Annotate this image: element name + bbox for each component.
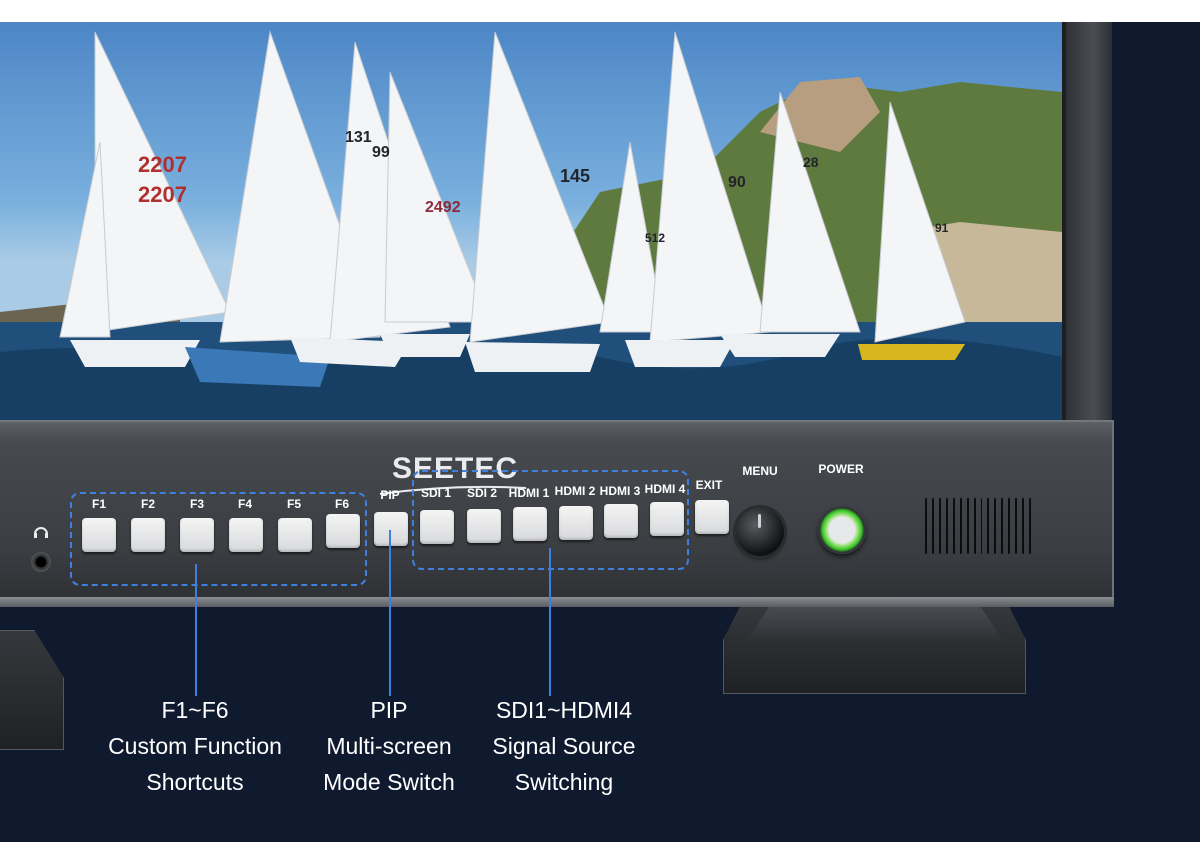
- monitor-stand-right-top: [745, 604, 1005, 644]
- hdmi2-label: HDMI 2: [554, 484, 596, 498]
- svg-text:2207: 2207: [138, 182, 187, 207]
- f3-label: F3: [189, 497, 204, 511]
- f6-label: F6: [334, 497, 349, 511]
- f5-button[interactable]: [278, 518, 312, 552]
- hdmi2-button[interactable]: [559, 506, 593, 540]
- monitor-bezel: [1062, 22, 1112, 422]
- callout-pip: PIP Multi-screen Mode Switch: [299, 692, 479, 800]
- hdmi3-button[interactable]: [604, 504, 638, 538]
- callout-line-source: [549, 548, 551, 696]
- brand-logo-swoosh: [379, 485, 527, 495]
- svg-text:2492: 2492: [425, 199, 461, 216]
- svg-text:28: 28: [803, 154, 819, 170]
- svg-text:99: 99: [372, 144, 390, 161]
- power-button[interactable]: [818, 506, 866, 554]
- f3-button[interactable]: [180, 518, 214, 552]
- sailboat-scene-image: 2207 2207 131 99 2492 145 90 28 512 91: [0, 30, 1062, 422]
- hdmi4-label: HDMI 4: [644, 482, 686, 496]
- callout-source: SDI1~HDMI4 Signal Source Switching: [469, 692, 659, 800]
- svg-text:91: 91: [935, 221, 949, 235]
- callout-line-function: [195, 564, 197, 696]
- svg-text:90: 90: [728, 174, 746, 191]
- f5-label: F5: [286, 497, 301, 511]
- callout-source-title: SDI1~HDMI4: [495, 697, 633, 723]
- speaker-vent: [922, 495, 1034, 557]
- menu-label: MENU: [742, 464, 778, 478]
- callout-source-line3: Switching: [514, 769, 614, 795]
- monitor-stand-left: [0, 630, 64, 750]
- sdi2-label: SDI 2: [466, 486, 497, 500]
- sdi1-button[interactable]: [420, 510, 454, 544]
- callout-pip-title: PIP: [370, 697, 408, 723]
- callout-pip-line3: Mode Switch: [323, 769, 455, 795]
- exit-button[interactable]: [695, 500, 729, 534]
- f4-label: F4: [237, 497, 252, 511]
- pip-button[interactable]: [374, 512, 408, 546]
- power-label: POWER: [818, 462, 864, 476]
- callout-function-title: F1~F6: [161, 697, 229, 723]
- f1-label: F1: [91, 497, 106, 511]
- callout-pip-line2: Multi-screen: [326, 733, 452, 759]
- svg-text:2207: 2207: [138, 152, 187, 177]
- menu-knob[interactable]: [736, 508, 784, 556]
- product-stage: 2207 2207 131 99 2492 145 90 28 512 91 S…: [0, 22, 1200, 842]
- exit-label: EXIT: [695, 478, 723, 492]
- hdmi4-button[interactable]: [650, 502, 684, 536]
- callout-function-line3: Shortcuts: [146, 769, 244, 795]
- sdi1-label: SDI 1: [420, 486, 451, 500]
- svg-text:131: 131: [345, 129, 372, 146]
- callout-source-line2: Signal Source: [492, 733, 636, 759]
- callout-line-pip: [389, 530, 391, 696]
- f6-button[interactable]: [326, 514, 360, 548]
- control-panel: [0, 420, 1114, 600]
- f2-label: F2: [140, 497, 155, 511]
- callout-function-line2: Custom Function: [108, 733, 282, 759]
- f2-button[interactable]: [131, 518, 165, 552]
- function-buttons-group: [70, 492, 367, 586]
- f1-button[interactable]: [82, 518, 116, 552]
- callout-function: F1~F6 Custom Function Shortcuts: [85, 692, 305, 800]
- hdmi3-label: HDMI 3: [599, 484, 641, 498]
- monitor-screen: 2207 2207 131 99 2492 145 90 28 512 91: [0, 22, 1062, 422]
- headphone-jack[interactable]: [31, 552, 51, 572]
- sdi2-button[interactable]: [467, 509, 501, 543]
- hdmi1-label: HDMI 1: [508, 486, 550, 500]
- svg-text:145: 145: [560, 166, 590, 186]
- control-panel-edge: [0, 597, 1114, 607]
- f4-button[interactable]: [229, 518, 263, 552]
- hdmi1-button[interactable]: [513, 507, 547, 541]
- headphone-icon: [31, 524, 51, 540]
- pip-label: PIP: [380, 488, 400, 502]
- svg-text:512: 512: [645, 231, 665, 245]
